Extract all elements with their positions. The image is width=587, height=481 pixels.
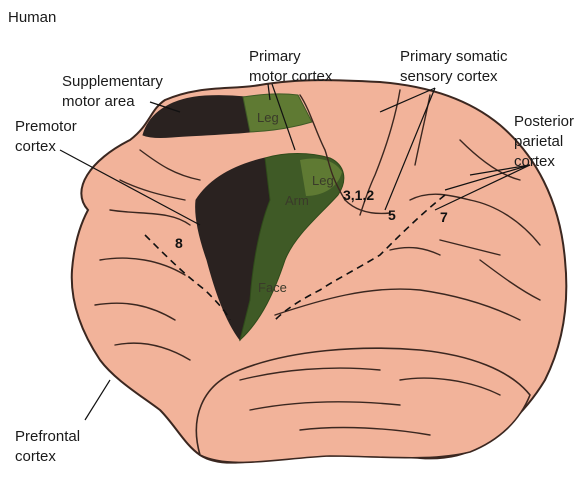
label-prefrontal-cortex: Prefrontal cortex (15, 428, 80, 465)
area-number-7: 7 (440, 209, 448, 225)
region-label-face: Face (258, 280, 287, 295)
label-posterior-line2: parietal (514, 133, 563, 150)
label-primary-motor-line2: motor cortex (249, 68, 333, 85)
label-supplementary-line1: Supplementary (62, 73, 163, 90)
label-premotor-line2: cortex (15, 138, 56, 155)
label-somatic-line2: sensory cortex (400, 68, 498, 85)
area-number-8: 8 (175, 235, 183, 251)
label-supplementary-line2: motor area (62, 93, 135, 110)
label-premotor-cortex: Premotor cortex (15, 118, 77, 155)
area-number-5: 5 (388, 207, 396, 223)
label-supplementary-motor-area: Supplementary motor area (62, 73, 163, 110)
label-premotor-line1: Premotor (15, 118, 77, 135)
region-label-arm: Arm (285, 193, 309, 208)
label-posterior-parietal-cortex: Posterior parietal cortex (514, 113, 574, 170)
label-somatic-line1: Primary somatic (400, 48, 508, 65)
region-label-leg-side: Leg (312, 173, 334, 188)
supplementary-motor-area-region (143, 96, 250, 138)
label-posterior-line3: cortex (514, 153, 555, 170)
label-prefrontal-line1: Prefrontal (15, 428, 80, 445)
label-prefrontal-line2: cortex (15, 448, 56, 465)
figure-title: Human (8, 9, 56, 26)
label-primary-motor-cortex: Primary motor cortex (249, 48, 333, 85)
region-label-leg-top: Leg (257, 110, 279, 125)
label-primary-motor-line1: Primary (249, 48, 301, 65)
area-number-3-1-2: 3,1,2 (343, 187, 374, 203)
label-posterior-line1: Posterior (514, 113, 574, 130)
label-primary-somatic-sensory-cortex: Primary somatic sensory cortex (400, 48, 508, 85)
